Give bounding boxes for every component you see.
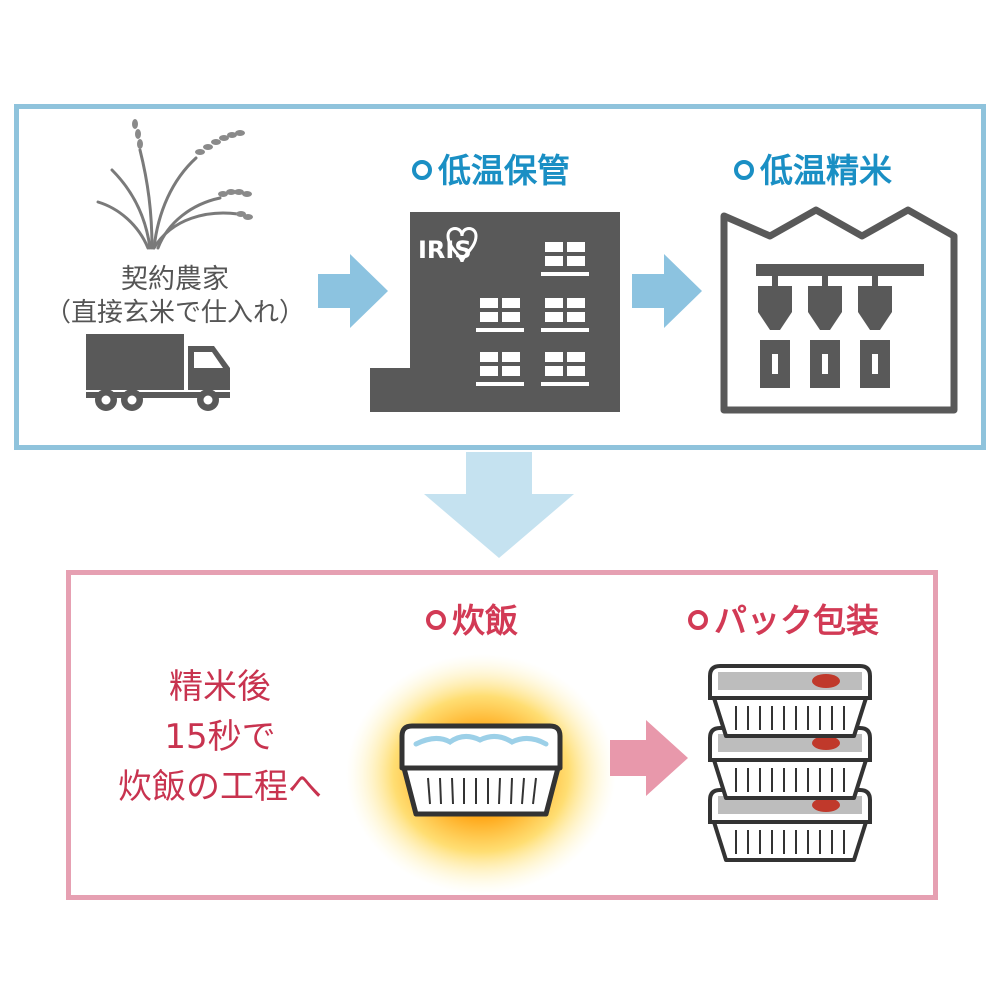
rice-plant-icon [96,119,253,250]
stacked-rice-packs-icon [708,664,872,862]
circle-marker-icon [688,609,708,630]
timing-note-line3: 炊飯の工程へ [118,767,322,807]
arrow-down-icon [424,452,574,558]
warehouse-icon: IRIS [370,212,620,412]
pack-step-label: パック包装 [688,604,879,637]
mill-step-label: 低温精米 [734,154,892,187]
arrow-right-icon [318,254,388,328]
rice-mill-factory-icon [720,206,958,414]
arrow-right-icon [610,720,688,796]
truck-icon [86,334,230,411]
circle-marker-icon [412,159,432,180]
mill-label-text: 低温精米 [760,151,892,190]
farm-subtitle: （直接玄米で仕入れ） [44,298,305,328]
circle-marker-icon [734,159,754,180]
cooking-frame [66,570,938,900]
supply-chain-frame [14,104,986,450]
pack-label-text: パック包装 [714,601,879,640]
rice-tray-icon [346,654,616,894]
circle-marker-icon [426,609,446,630]
timing-note-line2: 15秒で [164,717,276,757]
cook-step-label: 炊飯 [426,604,518,637]
warehouse-step-label: 低温保管 [412,154,570,187]
cook-label-text: 炊飯 [452,601,518,640]
farm-title: 契約農家 [121,264,229,295]
timing-note-line1: 精米後 [169,667,271,707]
arrow-right-icon [632,254,702,328]
warehouse-label-text: 低温保管 [438,151,570,190]
